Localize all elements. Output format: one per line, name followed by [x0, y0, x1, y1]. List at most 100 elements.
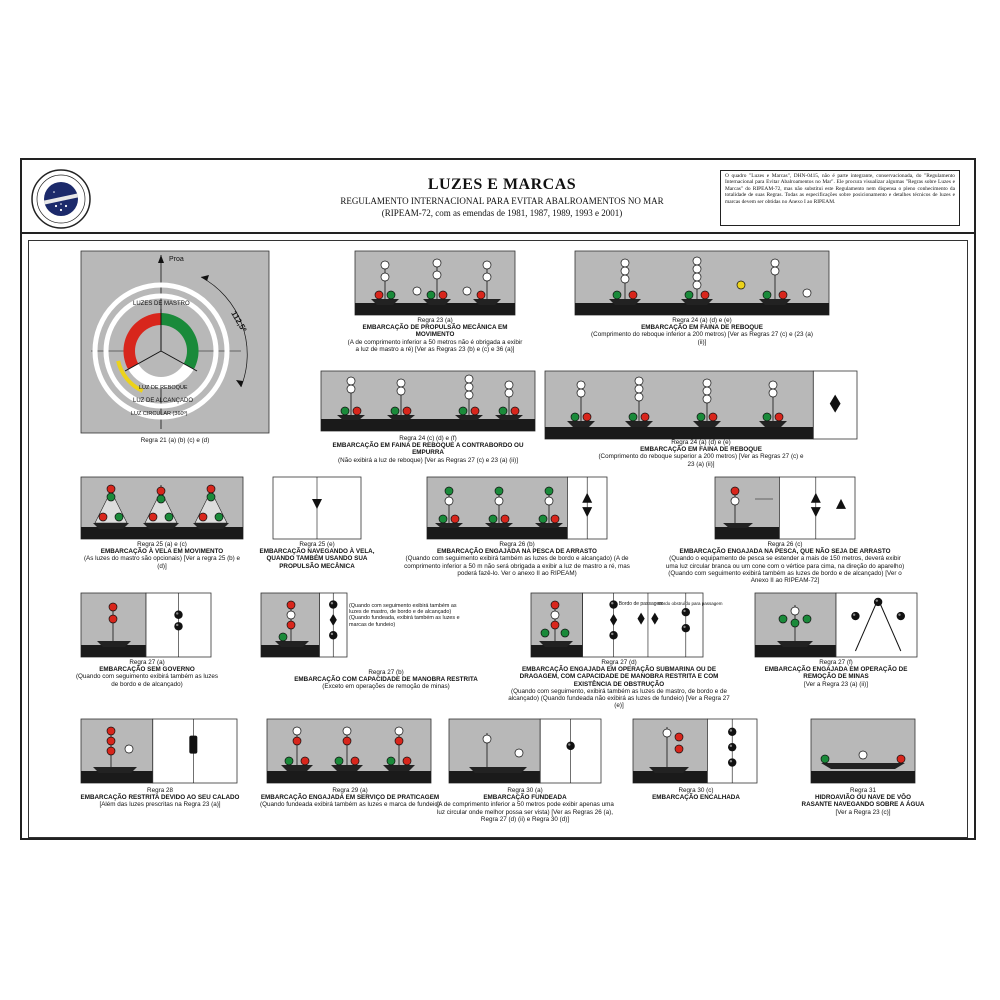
green-light-icon — [628, 412, 638, 422]
red-light-icon — [774, 412, 784, 422]
green-light-icon — [762, 412, 772, 422]
rule-scene — [80, 592, 212, 658]
light-sectors-diagram: Proa 112,5º LUZES DE MASTRO LUZ DE REBOQ… — [80, 250, 270, 434]
rule-caption: Regra 25 (e)EMBARCAÇÃO NAVEGANDO À VELA,… — [257, 541, 377, 570]
white-light-icon — [692, 272, 702, 282]
white-light-icon — [790, 606, 800, 616]
rule-number: Regra 31 — [850, 787, 876, 794]
rule-number: Regra 26 (b) — [499, 541, 535, 548]
white-light-icon — [730, 496, 740, 506]
rule-note: (Quando com seguimento exibirá também as… — [349, 603, 460, 628]
red-light-icon — [628, 290, 638, 300]
rule-scene — [320, 370, 536, 432]
white-light-icon — [504, 388, 514, 398]
ship-hull-icon — [143, 523, 179, 529]
ship-hull-icon — [473, 299, 501, 305]
white-light-icon — [620, 258, 630, 268]
sea — [261, 645, 320, 657]
white-light-icon — [346, 376, 356, 386]
green-light-icon — [544, 486, 554, 496]
sea — [575, 303, 829, 315]
passing-side-label: Bordo de passagem — [619, 601, 664, 607]
white-light-icon — [692, 264, 702, 274]
white-light-icon — [432, 270, 442, 280]
white-light-icon — [286, 610, 296, 620]
ship-hull-icon — [455, 415, 483, 420]
red-light-icon — [730, 486, 740, 496]
white-light-icon — [858, 750, 868, 760]
cone-down-icon — [582, 507, 593, 518]
ship-hull-icon — [93, 523, 129, 529]
ball-highlight — [683, 609, 686, 613]
green-light-icon — [778, 614, 788, 624]
green-light-icon — [164, 512, 174, 522]
red-light-icon — [148, 512, 158, 522]
red-light-icon — [550, 600, 560, 610]
green-light-icon — [540, 628, 550, 638]
green-light-icon — [612, 290, 622, 300]
green-light-icon — [458, 406, 468, 416]
rule-scene — [272, 476, 362, 540]
sea — [321, 419, 535, 431]
rule-number: Regra 28 — [147, 787, 173, 794]
white-light-icon — [634, 384, 644, 394]
rule-detail: (Quando fundeada exibirá também as luzes… — [260, 801, 440, 809]
rule-detail: (Quando o equipamento de pesca se estend… — [665, 555, 905, 585]
ship-hull-icon — [609, 299, 641, 305]
red-light-icon — [394, 736, 404, 746]
rule-caption: Regra 27 (d)EMBARCAÇÃO ENGAJADA EM OPERA… — [503, 659, 735, 709]
green-light-icon — [114, 512, 124, 522]
ball-highlight — [729, 760, 733, 763]
ball-highlight — [568, 743, 571, 746]
ship-hull-icon — [281, 765, 313, 771]
green-light-icon — [762, 290, 772, 300]
red-light-icon — [108, 614, 118, 624]
ship-hull-icon — [371, 299, 399, 305]
rule-detail: (Quando com seguimento exibirá também as… — [404, 555, 630, 577]
red-light-icon — [550, 514, 560, 524]
rule-number: Regra 26 (c) — [767, 541, 803, 548]
green-light-icon — [106, 492, 116, 502]
rule-detail: [Ver a Regra 23 (a) (ii)] — [803, 680, 869, 688]
rule-title: EMBARCAÇÃO ENGAJADA NA PESCA DE ARRASTO — [437, 548, 597, 556]
rule-title: EMBARCAÇÃO EM FAINA DE REBOQUE A CONTRAB… — [332, 442, 524, 457]
white-light-icon — [662, 728, 672, 738]
ball-highlight — [852, 613, 856, 616]
white-light-icon — [464, 382, 474, 392]
ball-highlight — [176, 623, 179, 627]
rule-scene — [574, 250, 830, 316]
rule-title: EMBARCAÇÃO ENGAJADA EM SERVIÇO DE PRATIC… — [260, 794, 440, 802]
sea — [755, 645, 836, 657]
cone-down-icon — [810, 507, 821, 518]
ball-highlight — [330, 632, 334, 636]
diagram-caption: Regra 21 (a) (b) (c) e (d) — [140, 437, 210, 444]
ball-shape-icon — [851, 611, 860, 621]
ship-hull-icon — [539, 641, 573, 647]
ship-hull-icon — [723, 523, 753, 528]
white-light-icon — [346, 384, 356, 394]
page-subtitle-amendments: (RIPEAM-72, com as emendas de 1981, 1987… — [381, 208, 623, 218]
rule-caption: Regra 24 (a) (d) e (e)EMBARCAÇÃO EM FAIN… — [595, 439, 807, 468]
red-light-icon — [342, 736, 352, 746]
header: LUZES E MARCAS REGULAMENTO INTERNACIONAL… — [22, 160, 974, 234]
ship-hull-icon — [469, 767, 527, 773]
green-light-icon — [538, 514, 548, 524]
red-light-icon — [640, 412, 650, 422]
rule-title: EMBARCAÇÃO EM FAINA DE REBOQUE — [641, 324, 763, 332]
ball-shape-icon — [329, 631, 338, 640]
white-light-icon — [702, 386, 712, 396]
rule-title: EMBARCAÇÃO ENCALHADA — [652, 794, 740, 802]
ship-hull-icon — [387, 415, 415, 420]
sea — [81, 527, 243, 539]
white-light-icon — [292, 726, 302, 736]
white-light-icon — [432, 258, 442, 268]
rule-detail: (Comprimento do reboque inferior a 200 m… — [591, 331, 813, 346]
ship-hull-icon — [331, 765, 363, 771]
green-light-icon — [498, 406, 508, 416]
ball-shape-icon — [609, 600, 618, 609]
red-light-icon — [450, 514, 460, 524]
rule-scene — [260, 592, 348, 658]
rule-caption: Regra 27 (b)EMBARCAÇÃO COM CAPACIDADE DE… — [271, 669, 501, 691]
rule-caption: Regra 26 (b)EMBARCAÇÃO ENGAJADA NA PESCA… — [397, 541, 637, 577]
